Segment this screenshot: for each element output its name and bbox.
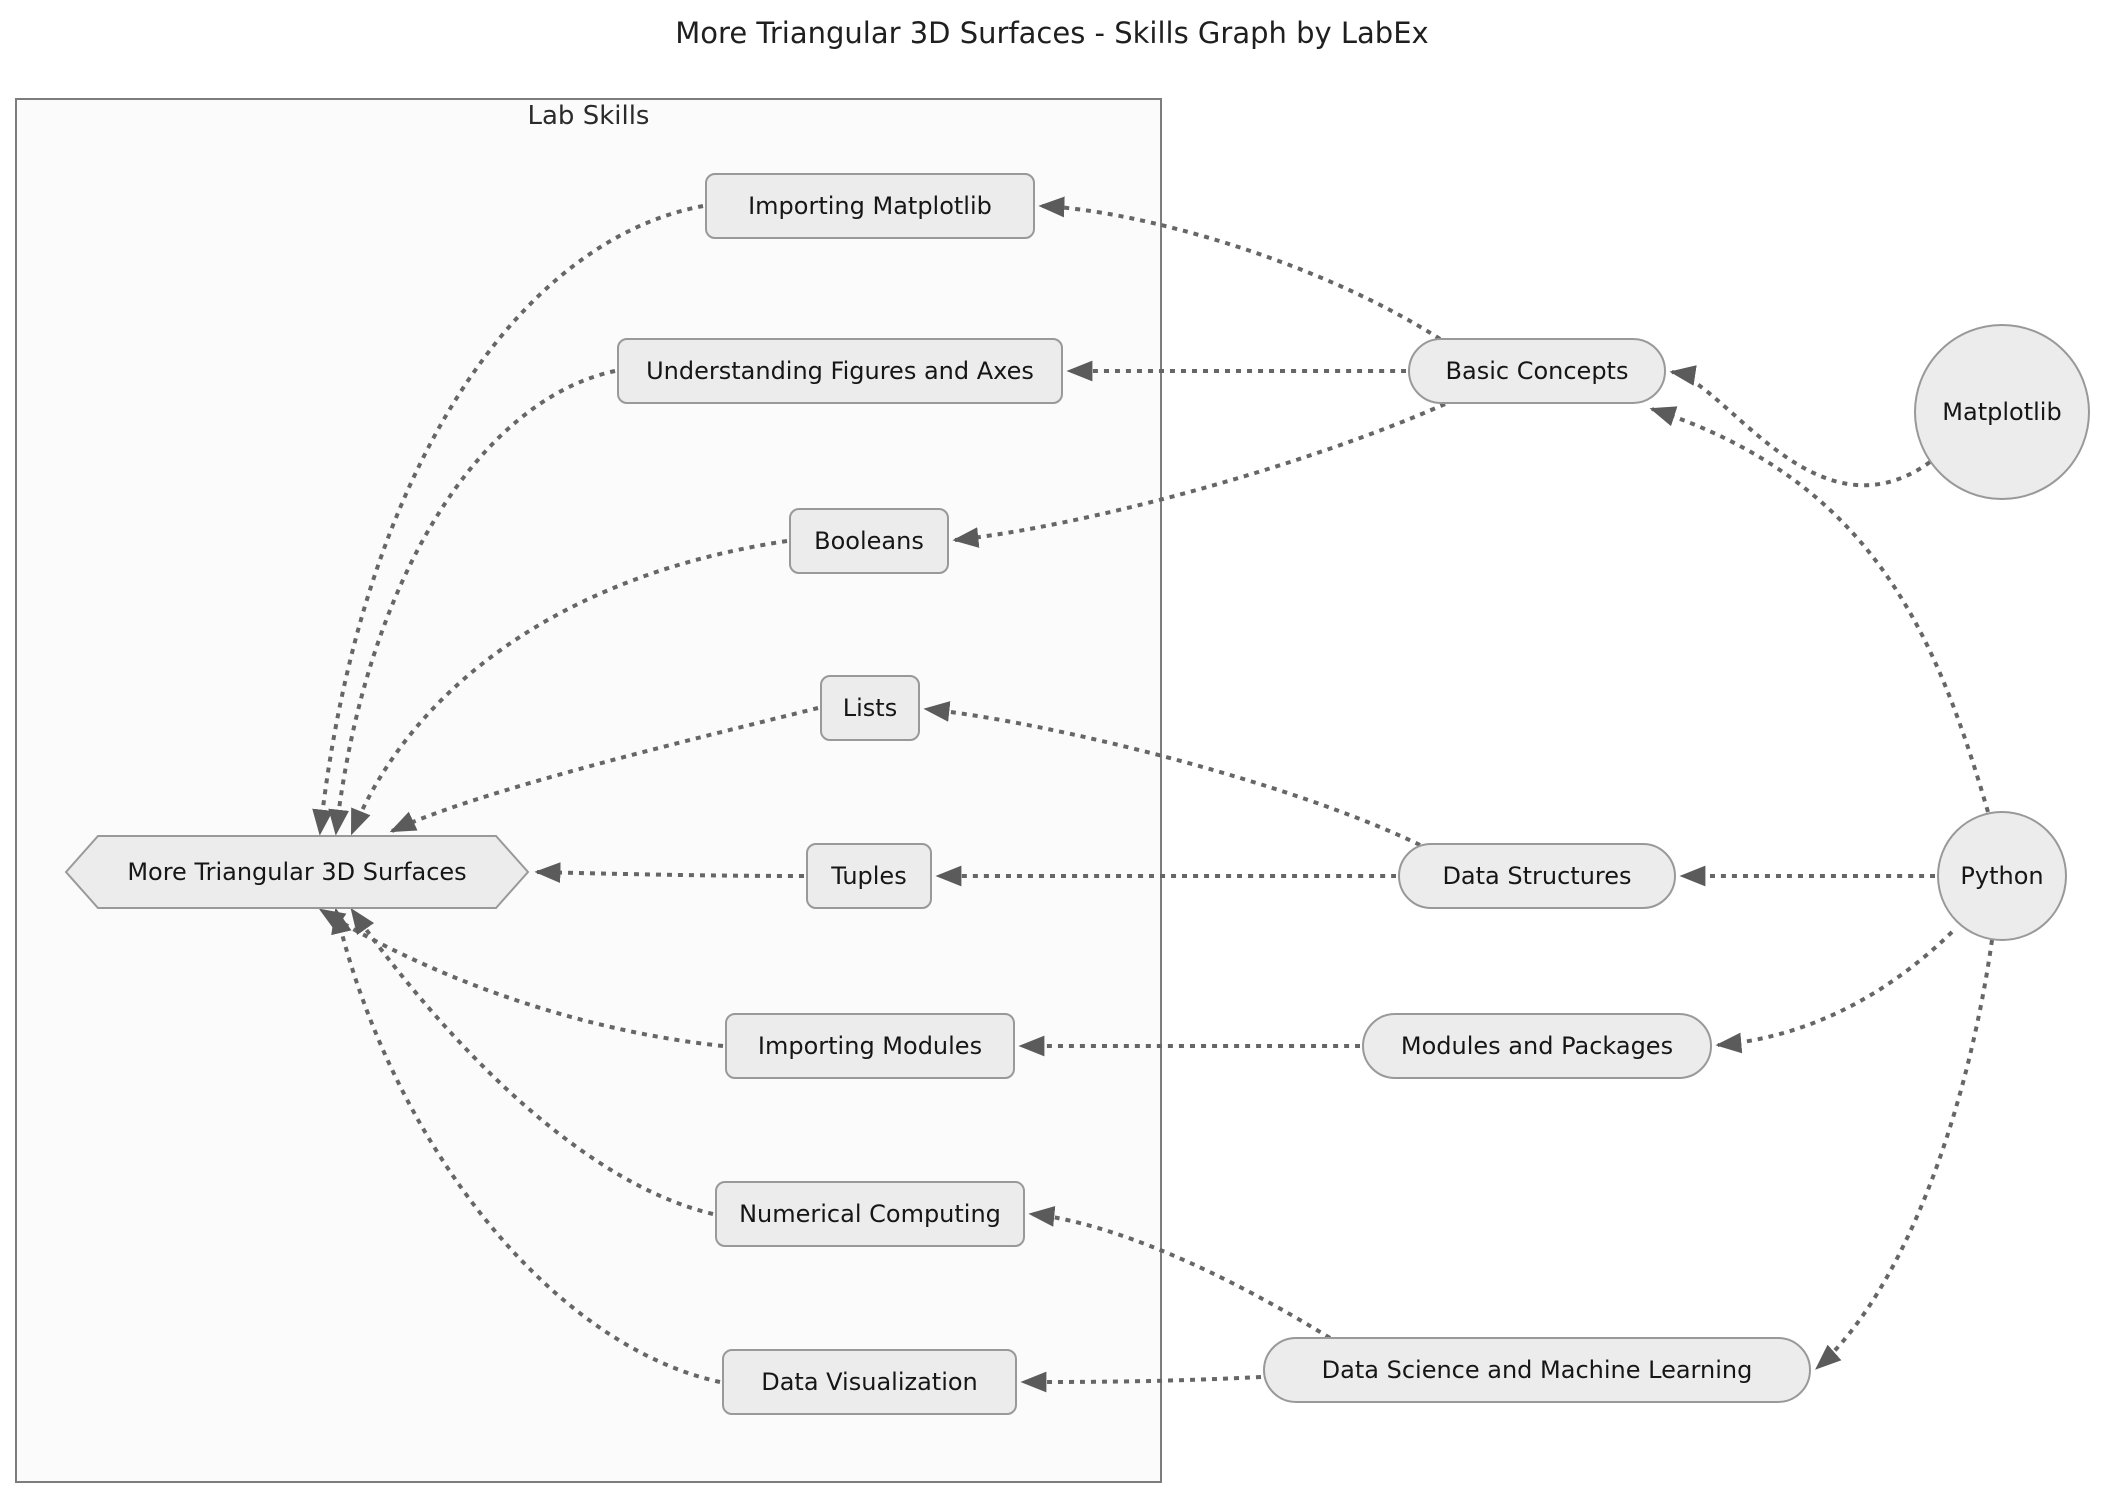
node-more-triangular-3d-surfaces[interactable]: More Triangular 3D Surfaces bbox=[127, 858, 467, 886]
edge-data-science-and-machine-learning-to-data-visualization bbox=[1020, 1371, 1262, 1393]
node-data-science-and-machine-learning[interactable]: Data Science and Machine Learning bbox=[1263, 1337, 1811, 1403]
main-node-hexagon-shape[interactable] bbox=[64, 835, 530, 909]
edge-matplotlib-to-basic-concepts bbox=[1669, 365, 1932, 488]
edge-lists-to-main bbox=[389, 706, 819, 833]
node-tuples[interactable]: Tuples bbox=[806, 843, 932, 909]
edge-data-structures-to-lists bbox=[923, 701, 1421, 847]
edge-booleans-to-main bbox=[350, 539, 788, 836]
node-understanding-figures-and-axes[interactable]: Understanding Figures and Axes bbox=[617, 338, 1063, 404]
edge-importing-matplotlib-to-main bbox=[312, 204, 704, 836]
edge-python-to-modules-and-packages bbox=[1715, 930, 1954, 1054]
edge-data-science-and-machine-learning-to-numerical-computing bbox=[1028, 1206, 1332, 1340]
lab-skills-cluster-label: Lab Skills bbox=[527, 101, 650, 131]
node-python[interactable]: Python bbox=[1937, 811, 2067, 941]
diagram-title: More Triangular 3D Surfaces - Skills Gra… bbox=[675, 16, 1429, 50]
edge-tuples-to-main bbox=[534, 862, 805, 883]
node-modules-and-packages[interactable]: Modules and Packages bbox=[1362, 1013, 1712, 1079]
edge-numerical-computing-to-main bbox=[350, 907, 714, 1216]
edge-python-to-basic-concepts bbox=[1649, 406, 1990, 813]
node-numerical-computing[interactable]: Numerical Computing bbox=[715, 1181, 1025, 1247]
edge-importing-modules-to-main bbox=[318, 908, 724, 1048]
node-importing-modules[interactable]: Importing Modules bbox=[725, 1013, 1015, 1079]
node-data-structures[interactable]: Data Structures bbox=[1398, 843, 1676, 909]
edge-data-visualization-to-main bbox=[331, 907, 721, 1384]
node-matplotlib[interactable]: Matplotlib bbox=[1914, 324, 2090, 500]
node-importing-matplotlib[interactable]: Importing Matplotlib bbox=[705, 173, 1035, 239]
edge-basic-concepts-to-importing-matplotlib bbox=[1038, 196, 1442, 341]
node-lists[interactable]: Lists bbox=[820, 675, 920, 741]
edge-understanding-figures-and-axes-to-main bbox=[328, 369, 616, 836]
edge-basic-concepts-to-booleans bbox=[952, 402, 1446, 548]
edge-python-to-data-science-and-machine-learning bbox=[1815, 939, 1994, 1370]
node-booleans[interactable]: Booleans bbox=[789, 508, 949, 574]
node-data-visualization[interactable]: Data Visualization bbox=[722, 1349, 1017, 1415]
lab-skills-cluster bbox=[15, 98, 1162, 1483]
node-basic-concepts[interactable]: Basic Concepts bbox=[1408, 338, 1666, 404]
